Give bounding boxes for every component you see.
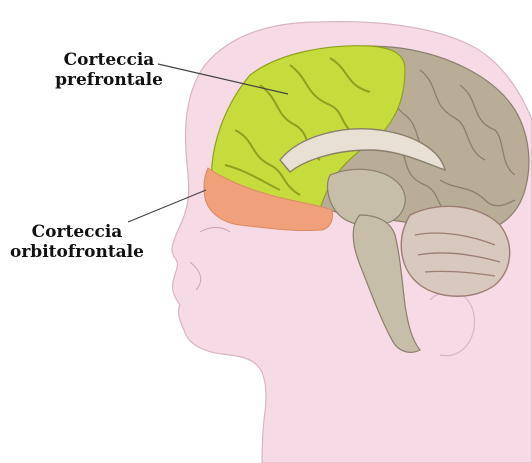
prefrontal-label-line-2: prefrontale — [44, 70, 174, 90]
orbitofrontal-cortex-label: Corteccia orbitofrontale — [2, 222, 152, 262]
orbitofrontal-label-line-1: Corteccia — [2, 222, 152, 242]
cerebellum — [401, 206, 509, 296]
orbitofrontal-label-line-2: orbitofrontale — [2, 242, 152, 262]
prefrontal-cortex-label: Corteccia prefrontale — [44, 50, 174, 90]
prefrontal-label-line-1: Corteccia — [44, 50, 174, 70]
